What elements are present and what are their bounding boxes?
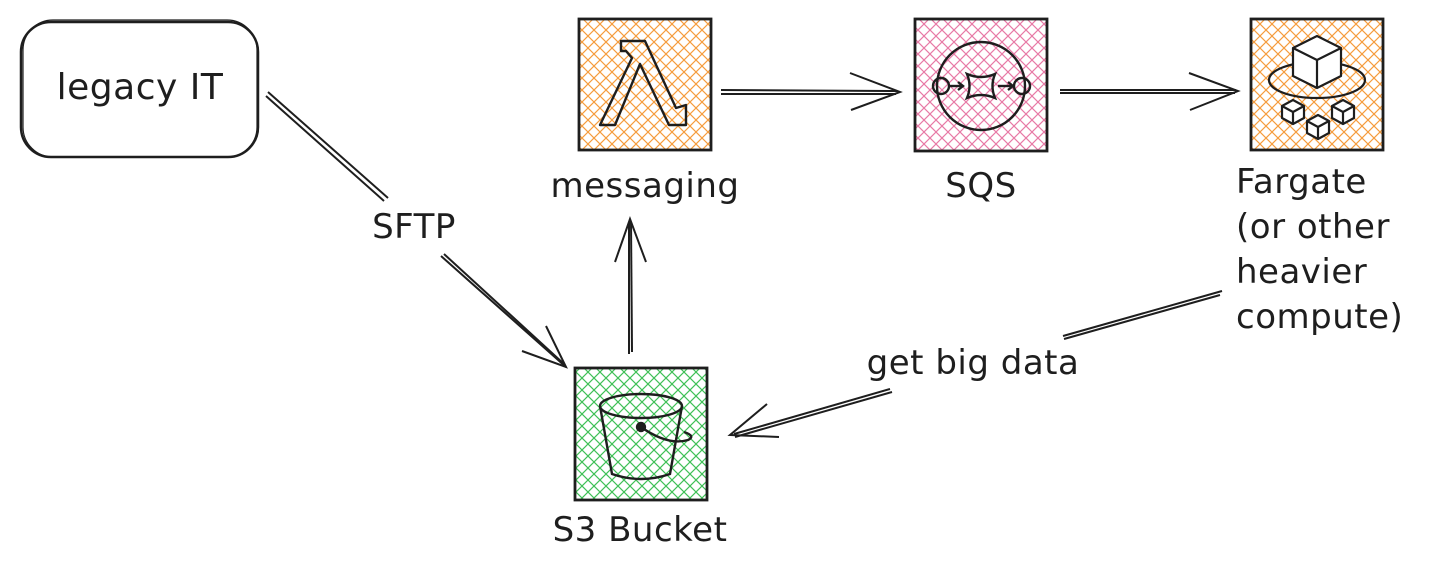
legacy-it-node	[19, 19, 260, 159]
edge-get-big-data	[727, 290, 1223, 438]
fargate-label: Fargate (or other heavier compute)	[1236, 160, 1403, 340]
edge-sqs-to-fargate	[1060, 72, 1241, 111]
fargate-containers-icon	[1267, 34, 1367, 141]
fargate-node	[1249, 17, 1385, 152]
get-big-data-label: get big data	[866, 343, 1080, 383]
fargate-label-line-2: (or other	[1236, 207, 1390, 247]
lambda-icon	[598, 39, 688, 127]
fargate-label-line-1: Fargate	[1236, 162, 1367, 202]
legacy-it-label: legacy IT	[56, 67, 224, 108]
sqs-label: SQS	[945, 166, 1017, 206]
s3-node	[573, 366, 709, 502]
sqs-queue-icon	[931, 40, 1032, 132]
edge-sftp	[265, 91, 568, 369]
sftp-label: SFTP	[372, 207, 456, 247]
edge-lambda-to-sqs	[720, 72, 903, 111]
sqs-node	[913, 17, 1049, 153]
s3-bucket-icon	[598, 392, 693, 481]
edge-s3-to-lambda	[614, 216, 647, 354]
lambda-node	[577, 17, 713, 152]
fargate-label-line-4: compute)	[1236, 297, 1404, 337]
lambda-label: messaging	[550, 166, 740, 206]
fargate-label-line-3: heavier	[1236, 252, 1368, 292]
s3-label: S3 Bucket	[552, 510, 728, 550]
